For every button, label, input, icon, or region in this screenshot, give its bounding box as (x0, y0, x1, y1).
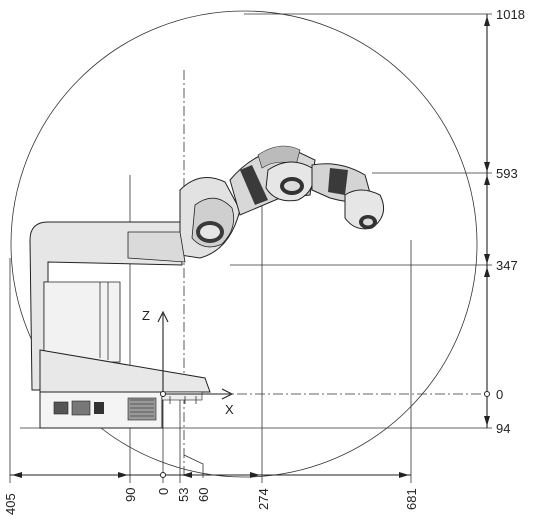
z-axis-label: Z (142, 308, 150, 323)
dim-label-0-x: 0 (156, 488, 171, 495)
robot-base (29, 221, 211, 429)
x-axis-arrowhead (221, 388, 234, 400)
bottom-extension-lines (9, 175, 412, 483)
dim-label-405: 405 (3, 493, 18, 515)
robot-arm (127, 145, 385, 263)
x-axis-label: X (225, 402, 234, 417)
origin-marker (160, 391, 166, 397)
reach-envelope-circle (10, 10, 478, 478)
bottom-dimension-chain (10, 472, 411, 478)
dim-label-53: 53 (176, 488, 191, 502)
dim-label-274: 274 (256, 488, 271, 510)
dim-label-347: 347 (496, 258, 518, 273)
dim-label-681: 681 (404, 488, 419, 510)
right-dimension-chain (484, 14, 490, 428)
dim-label-1018: 1018 (496, 7, 525, 22)
z-axis-arrowhead (157, 310, 169, 323)
dim-label-593: 593 (496, 166, 518, 181)
dim-label-90: 90 (123, 488, 138, 502)
dim-label-0: 0 (496, 387, 503, 402)
dim-label-60: 60 (196, 488, 211, 502)
coordinate-axes (157, 310, 234, 400)
dim-label-94: 94 (496, 421, 510, 436)
